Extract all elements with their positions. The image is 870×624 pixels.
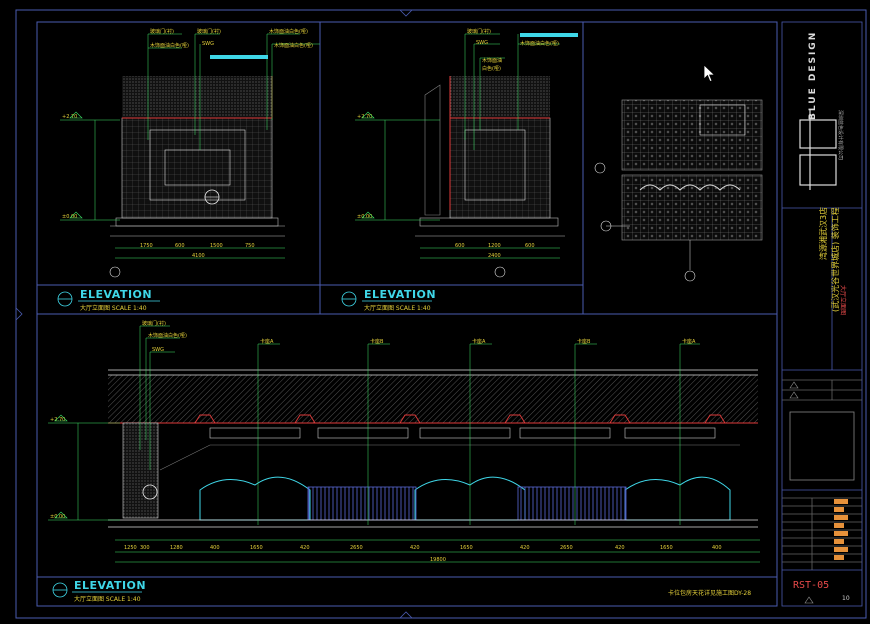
- svg-text:卡座B: 卡座B: [370, 338, 384, 345]
- svg-text:400: 400: [712, 545, 722, 551]
- elevation-top-left: 玻璃门(衬) 木饰面油白色(哑) 玻璃门(衬) SWG 木饰面油白色(哑) 木饰…: [60, 28, 320, 278]
- elevation-subtitle-top-left: 大厅立面图 SCALE 1:40: [80, 305, 147, 312]
- svg-text:1650: 1650: [460, 545, 473, 551]
- svg-text:2650: 2650: [560, 545, 573, 551]
- frame-markers: [15, 9, 413, 619]
- svg-text:±0.00: ±0.00: [357, 214, 372, 220]
- svg-text:+2.70: +2.70: [357, 114, 372, 120]
- svg-text:400: 400: [210, 545, 220, 551]
- elevation-underlines: [72, 300, 432, 593]
- project-name-line1: 湾源湘武汉3店: [819, 206, 828, 260]
- svg-text:420: 420: [615, 545, 625, 551]
- title-block: [781, 21, 863, 607]
- sheet-number: RST-05: [793, 580, 830, 591]
- svg-text:木饰面油白色(哑): 木饰面油白色(哑): [520, 40, 559, 47]
- svg-text:卡座A: 卡座A: [682, 338, 696, 345]
- svg-text:卡座A: 卡座A: [260, 338, 274, 345]
- svg-text:木饰面油: 木饰面油: [482, 57, 502, 64]
- svg-text:1750: 1750: [140, 243, 153, 249]
- svg-text:玻璃门(衬): 玻璃门(衬): [467, 28, 491, 35]
- svg-text:卡座B: 卡座B: [577, 338, 591, 345]
- svg-text:1650: 1650: [250, 545, 263, 551]
- svg-text:1250: 1250: [124, 545, 137, 551]
- svg-text:玻璃门(衬): 玻璃门(衬): [197, 28, 221, 35]
- elevation-top-mid: 玻璃门(衬) SWG 木饰面油 白色(哑) 木饰面油白色(哑) +2.70 ±0…: [355, 28, 578, 278]
- svg-text:420: 420: [300, 545, 310, 551]
- svg-text:600: 600: [525, 243, 535, 249]
- svg-text:420: 420: [520, 545, 530, 551]
- svg-text:600: 600: [175, 243, 185, 249]
- sheet-frame: [15, 9, 867, 619]
- svg-text:SWG: SWG: [476, 40, 488, 46]
- svg-text:1280: 1280: [170, 545, 183, 551]
- elevation-title-top-mid: ELEVATION: [364, 288, 437, 301]
- svg-text:1650: 1650: [660, 545, 673, 551]
- key-plan: [594, 99, 763, 282]
- svg-text:2650: 2650: [350, 545, 363, 551]
- elevation-subtitle-top-mid: 大厅立面图 SCALE 1:40: [364, 305, 431, 312]
- svg-text:SWG: SWG: [202, 41, 214, 47]
- svg-text:4100: 4100: [192, 253, 205, 259]
- brand-logo: BLUE DESIGN: [808, 30, 818, 120]
- company-name: 深圳蓝色设计有限公司: [837, 110, 843, 161]
- svg-text:300: 300: [140, 545, 150, 551]
- svg-text:+2.70: +2.70: [50, 417, 65, 423]
- elevation-title-top-left: ELEVATION: [80, 288, 153, 301]
- svg-text:19800: 19800: [430, 557, 446, 563]
- svg-text:玻璃门(衬): 玻璃门(衬): [150, 28, 174, 35]
- drawing-name: 大厅立面图: [839, 285, 846, 316]
- elevation-subtitle-bottom: 大厅立面图 SCALE 1:40: [74, 596, 141, 603]
- svg-text:420: 420: [410, 545, 420, 551]
- svg-text:600: 600: [455, 243, 465, 249]
- page-number: 10: [842, 595, 850, 602]
- svg-text:木饰面油白色(哑): 木饰面油白色(哑): [150, 42, 189, 49]
- mouse-cursor-icon: [703, 64, 716, 83]
- bottom-note: 卡位包房天花详见施工图DY-28: [668, 590, 752, 597]
- svg-text:±0.00: ±0.00: [62, 214, 77, 220]
- brand-logo-mark: [799, 110, 837, 190]
- elevation-bottom: 玻璃门(衬) 木饰面油白色(哑) SWG 卡座A 卡座B 卡座A 卡座B 卡座A…: [48, 320, 760, 563]
- svg-text:木饰面油白色(哑): 木饰面油白色(哑): [269, 28, 308, 35]
- svg-text:750: 750: [245, 243, 255, 249]
- svg-text:±0.00: ±0.00: [50, 514, 65, 520]
- svg-text:2400: 2400: [488, 253, 501, 259]
- elevation-title-bottom: ELEVATION: [74, 579, 147, 592]
- title-block-fills: [834, 499, 848, 560]
- svg-text:SWG: SWG: [152, 347, 164, 353]
- svg-text:木饰面油白色(哑): 木饰面油白色(哑): [148, 332, 187, 339]
- title-block-triangles: [789, 381, 814, 604]
- svg-text:白色(哑): 白色(哑): [482, 65, 501, 72]
- svg-text:+2.70: +2.70: [62, 114, 77, 120]
- svg-text:木饰面油白色(哑): 木饰面油白色(哑): [274, 42, 313, 49]
- svg-text:玻璃门(衬): 玻璃门(衬): [142, 320, 166, 327]
- svg-text:1500: 1500: [210, 243, 223, 249]
- elevation-symbols: [52, 291, 357, 598]
- svg-text:1200: 1200: [488, 243, 501, 249]
- svg-text:卡座A: 卡座A: [472, 338, 486, 345]
